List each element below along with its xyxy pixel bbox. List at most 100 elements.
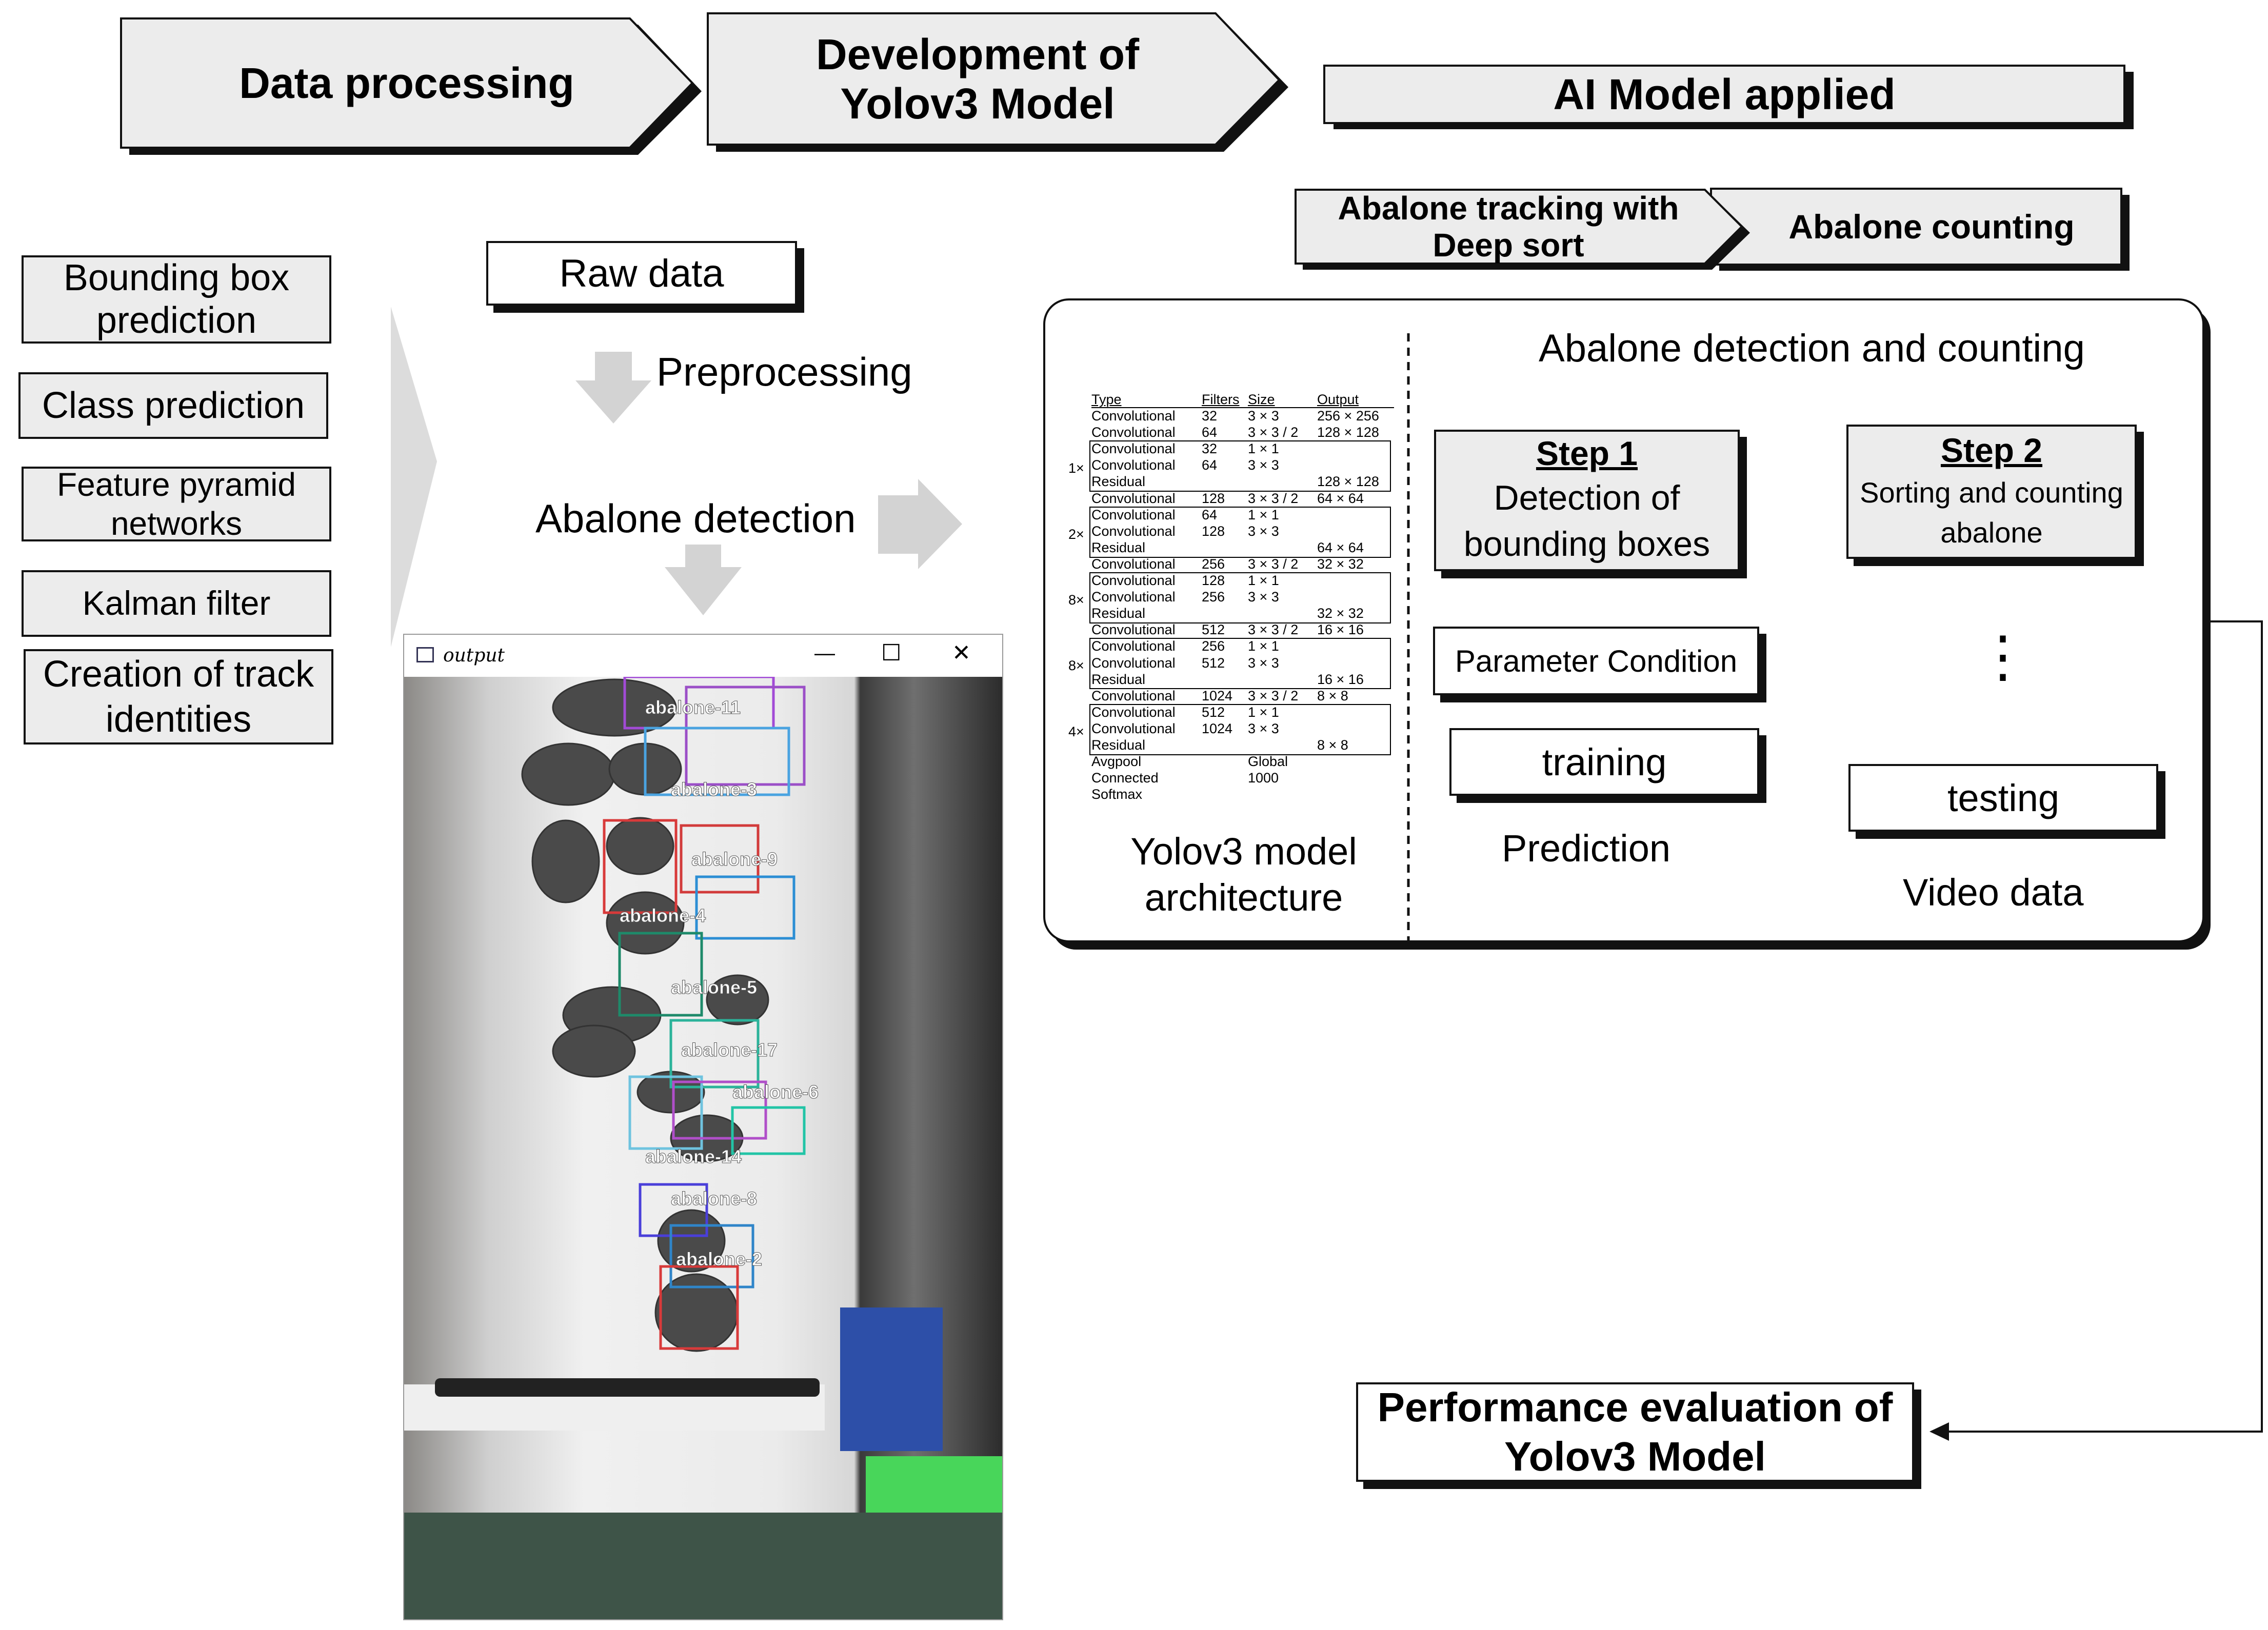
table-cell-size: 3 × 3 xyxy=(1248,457,1279,473)
table-cell-output: 32 × 32 xyxy=(1317,606,1364,621)
detection-label: abalone-14 xyxy=(645,1146,742,1167)
table-cell-size: 1 × 1 xyxy=(1248,507,1279,522)
table-cell-type: Convolutional xyxy=(1091,523,1176,539)
table-cell-type: Softmax xyxy=(1091,787,1143,802)
bbox-teal xyxy=(669,1019,760,1089)
table-cell-output: 128 × 128 xyxy=(1317,474,1379,490)
table-cell-filters: 64 xyxy=(1202,507,1218,522)
panel-title: Abalone detection and counting xyxy=(1539,327,2085,370)
table-cell-size: Global xyxy=(1248,754,1288,770)
vertical-ellipsis: ⋮ xyxy=(1975,625,2031,688)
feature-pyramid-networks: Feature pyramid networks xyxy=(22,466,331,542)
table-cell-output: 8 × 8 xyxy=(1317,688,1348,703)
table-cell-filters: 1024 xyxy=(1202,720,1233,736)
abalone-shell xyxy=(552,678,677,737)
training-box: training xyxy=(1449,728,1759,796)
detection-label: abalone-2 xyxy=(676,1249,762,1270)
table-cell-type: Convolutional xyxy=(1091,720,1176,736)
close-icon[interactable]: ✕ xyxy=(952,640,971,666)
architecture-caption: Yolov3 model architecture xyxy=(1130,830,1357,919)
table-cell-size: 3 × 3 xyxy=(1248,589,1279,605)
table-cell-filters: 256 xyxy=(1202,556,1225,572)
table-row: Residual 128 × 128 xyxy=(1091,473,1399,490)
green-mount xyxy=(866,1456,1002,1518)
table-cell-type: Convolutional xyxy=(1091,573,1176,589)
bbox-purple xyxy=(685,686,806,786)
table-cell-type: Residual xyxy=(1091,737,1146,753)
detection-overlay: abalone-11 abalone-3 abalone-9 abalone-4… xyxy=(521,677,819,1352)
table-cell-output: 32 × 32 xyxy=(1317,556,1364,572)
blue-bracket xyxy=(840,1307,943,1451)
video-data-label: Video data xyxy=(1903,871,2084,914)
table-cell-size: 1 × 1 xyxy=(1248,638,1279,654)
table-cell-size: 3 × 3 / 2 xyxy=(1248,622,1299,638)
bbox-blue xyxy=(644,727,790,796)
table-cell-type: Convolutional xyxy=(1091,556,1176,572)
table-cell-output: 256 × 256 xyxy=(1317,408,1379,424)
down-arrow-detection xyxy=(665,545,742,615)
table-cell-output: 64 × 64 xyxy=(1317,539,1364,555)
table-cell-size: 1 × 1 xyxy=(1248,704,1279,720)
table-cell-type: Connected xyxy=(1091,770,1159,786)
performance-evaluation-box: Performance evaluation of Yolov3 Model xyxy=(1356,1382,1914,1482)
bbox-blue xyxy=(669,1224,754,1289)
table-cell-filters: 256 xyxy=(1202,638,1225,654)
conveyor-frame: abalone-11 abalone-3 abalone-9 abalone-4… xyxy=(404,677,1002,1619)
tracking-deep-sort: Abalone tracking with Deep sort xyxy=(1338,190,1679,264)
feature-class-prediction: Class prediction xyxy=(18,372,328,439)
table-cell-type: Convolutional xyxy=(1091,490,1176,506)
feature-track-identities: Creation of track identities xyxy=(24,649,333,744)
residual-group xyxy=(1089,638,1391,689)
abalone-counting: Abalone counting xyxy=(1788,208,2075,246)
table-cell-filters: 32 xyxy=(1202,408,1218,424)
output-titlebar: output — ☐ ✕ xyxy=(404,635,1002,677)
prediction-label: Prediction xyxy=(1502,827,1671,870)
abalone-shell xyxy=(531,819,600,903)
table-cell-size: 3 × 3 xyxy=(1248,523,1279,539)
table-cell-filters: 32 xyxy=(1202,441,1218,457)
table-header: Type Filters Size Output xyxy=(1091,392,1359,407)
residual-group xyxy=(1089,572,1391,623)
minimize-icon[interactable]: — xyxy=(814,642,835,665)
table-cell-filters: 512 xyxy=(1202,704,1225,720)
step1-box: Step 1 Detection of bounding boxes xyxy=(1434,430,1740,571)
table-cell-size: 3 × 3 / 2 xyxy=(1248,688,1299,703)
table-cell-output: 128 × 128 xyxy=(1317,425,1379,440)
down-arrow-preprocessing xyxy=(575,352,651,424)
table-cell-type: Convolutional xyxy=(1091,688,1176,703)
table-cell-type: Residual xyxy=(1091,474,1146,490)
right-arrow-detection xyxy=(878,479,962,569)
table-cell-size: 1000 xyxy=(1248,770,1279,786)
table-cell-type: Convolutional xyxy=(1091,507,1176,522)
residual-group xyxy=(1089,440,1391,492)
repeat-multiplier: 8× xyxy=(1068,658,1084,673)
raw-data-box: Raw data xyxy=(486,241,797,306)
detection-label: abalone-9 xyxy=(691,849,778,870)
table-cell-type: Residual xyxy=(1091,671,1146,687)
table-header-rule xyxy=(1091,407,1394,408)
bbox-red xyxy=(680,824,760,894)
table-cell-filters: 128 xyxy=(1202,490,1225,506)
table-row: Convolutional 64 1 × 1 xyxy=(1091,507,1399,523)
bbox-red xyxy=(603,819,678,914)
maximize-icon[interactable]: ☐ xyxy=(881,640,902,666)
table-cell-size: 3 × 3 xyxy=(1248,408,1279,424)
feature-kalman-filter: Kalman filter xyxy=(22,570,331,637)
table-cell-filters: 128 xyxy=(1202,523,1225,539)
table-cell-filters: 512 xyxy=(1202,655,1225,671)
slot-right xyxy=(584,1378,820,1397)
table-cell-type: Convolutional xyxy=(1091,425,1176,440)
table-cell-filters: 128 xyxy=(1202,573,1225,589)
table-cell-type: Convolutional xyxy=(1091,655,1176,671)
